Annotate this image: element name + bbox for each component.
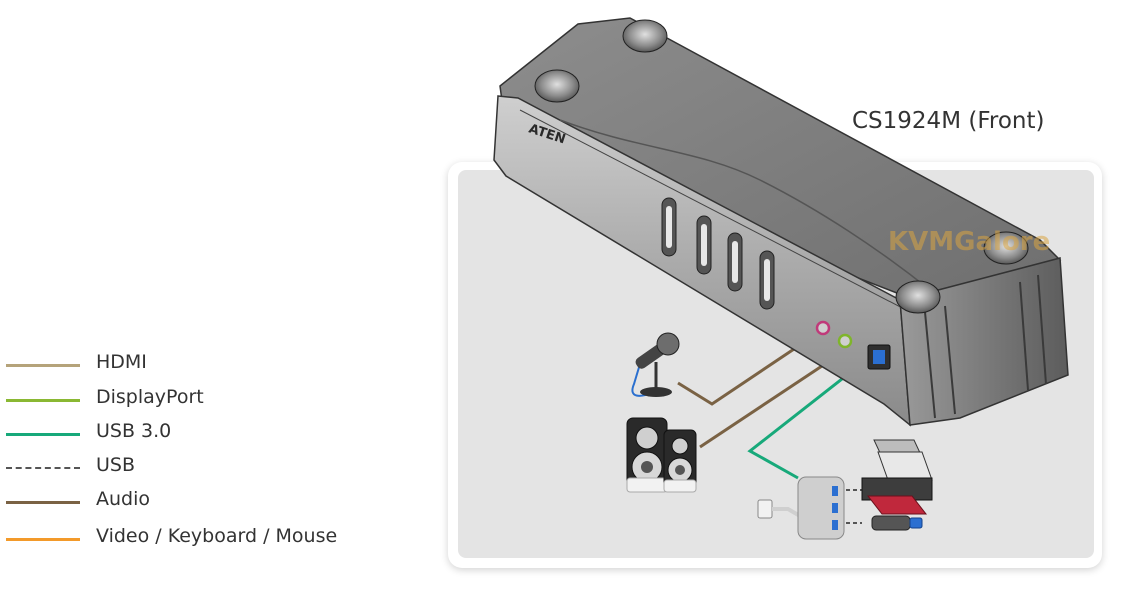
device-side-face bbox=[899, 257, 1069, 426]
legend-label-displayport: DisplayPort bbox=[96, 386, 204, 408]
audio-cable-speakers bbox=[699, 360, 829, 449]
legend-label-audio: Audio bbox=[96, 488, 151, 510]
legend-item-usb3: USB 3.0 bbox=[0, 415, 360, 449]
legend-label-vkm: Video / Keyboard / Mouse bbox=[96, 525, 338, 547]
usb3-port-insert bbox=[873, 350, 885, 364]
legend-item-audio: Audio bbox=[0, 483, 360, 517]
audio-cable-microphone bbox=[677, 339, 807, 406]
foot-front-right bbox=[895, 280, 941, 314]
legend-label-usb3: USB 3.0 bbox=[96, 420, 172, 442]
legend-item-hdmi: HDMI bbox=[0, 346, 360, 380]
legend-item-displayport: DisplayPort bbox=[0, 381, 360, 415]
port-button-2 bbox=[696, 215, 712, 275]
port-button-1 bbox=[661, 197, 677, 257]
device-feet bbox=[534, 19, 1029, 314]
device-edge-line bbox=[519, 109, 911, 313]
foot-front-left bbox=[534, 69, 580, 103]
legend-line-usb3 bbox=[6, 433, 80, 436]
port-button-4 bbox=[759, 250, 775, 310]
legend-label-usb: USB bbox=[96, 454, 136, 476]
legend-item-usb: USB bbox=[0, 449, 360, 483]
device-title: CS1924M (Front) bbox=[852, 108, 1045, 134]
watermark-text: KVMGalore bbox=[888, 227, 1050, 257]
printer-icon bbox=[861, 439, 933, 515]
legend-line-vkm bbox=[6, 538, 80, 541]
microphone-jack bbox=[815, 320, 831, 336]
port-button-3 bbox=[727, 232, 743, 292]
legend-line-usb bbox=[6, 467, 80, 469]
cables bbox=[677, 339, 862, 524]
speakers-icon bbox=[626, 417, 697, 493]
usb-flash-drive-icon bbox=[871, 515, 923, 531]
device-top-curve bbox=[559, 119, 931, 291]
foot-back-right bbox=[983, 231, 1029, 265]
port-selection-buttons bbox=[661, 197, 775, 310]
legend-label-hdmi: HDMI bbox=[96, 351, 147, 373]
microphone-icon bbox=[631, 332, 680, 397]
legend-line-displayport bbox=[6, 399, 80, 402]
foot-back-left bbox=[622, 19, 668, 53]
usb3-cable-hub bbox=[747, 366, 857, 480]
usb-hub-icon bbox=[757, 476, 845, 540]
legend-item-vkm: Video / Keyboard / Mouse bbox=[0, 520, 360, 554]
kvm-switch-device bbox=[493, 17, 1069, 427]
speaker-jack bbox=[837, 333, 853, 349]
legend-line-hdmi bbox=[6, 364, 80, 367]
legend-line-audio bbox=[6, 501, 80, 504]
cable-legend: HDMI DisplayPort USB 3.0 USB Audio Video… bbox=[0, 346, 360, 556]
side-grille bbox=[924, 274, 1047, 419]
